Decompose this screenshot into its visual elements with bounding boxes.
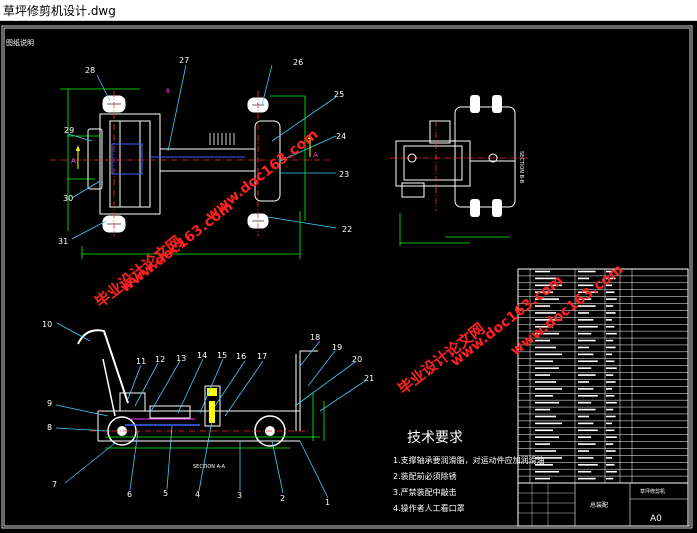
- callout-b-marker: 8: [166, 88, 170, 95]
- tech-heading: 技术要求: [407, 430, 463, 446]
- callout-12: 12: [155, 355, 165, 364]
- callout-22: 22: [342, 225, 352, 234]
- callout-16: 16: [236, 352, 246, 361]
- callout-1: 1: [325, 498, 330, 507]
- tech-item-4: 4.操作者人工看口罩: [393, 503, 465, 513]
- sheet-border: [3, 27, 691, 527]
- callout-21: 21: [364, 374, 374, 383]
- callout-26: 26: [293, 58, 303, 67]
- callout-20: 20: [352, 355, 362, 364]
- cad-drawing-canvas[interactable]: 图纸说明: [0, 21, 697, 533]
- callout-9: 9: [47, 399, 52, 408]
- corner-tag: 图纸说明: [6, 38, 34, 47]
- side-view: SECTION A-A 10 11: [42, 320, 374, 507]
- callout-30: 30: [63, 194, 73, 203]
- callout-13: 13: [176, 354, 186, 363]
- section-label: SECTION A-A: [193, 464, 226, 470]
- title-bar: 草坪修剪机设计.dwg: [0, 0, 697, 21]
- callout-29: 29: [64, 126, 74, 135]
- callout-18: 18: [310, 333, 320, 342]
- callout-23: 23: [339, 170, 349, 179]
- drawing-svg: 图纸说明: [1, 25, 693, 529]
- callout-3: 3: [237, 491, 242, 500]
- callout-11: 11: [136, 357, 146, 366]
- machine-name: 草坪修剪机: [640, 488, 665, 495]
- end-view: SECTION B-B: [390, 95, 530, 246]
- callout-8: 8: [47, 423, 52, 432]
- callout-4: 4: [195, 490, 200, 499]
- window-title: 草坪修剪机设计.dwg: [3, 4, 116, 18]
- title-block: 总装配 草坪修剪机 A0: [517, 482, 689, 527]
- callout-5: 5: [163, 489, 168, 498]
- callout-25: 25: [334, 90, 344, 99]
- tech-item-2: 2.装配前必须除锈: [393, 471, 457, 481]
- callout-15: 15: [217, 351, 227, 360]
- sheet-outer-border: [1, 25, 693, 529]
- callout-7: 7: [52, 480, 57, 489]
- technical-requirements: 技术要求 1.支撑轴承要润滑脂，对运动件应加润滑油 2.装配前必须除锈 3.严禁…: [393, 430, 545, 513]
- callout-6: 6: [127, 490, 132, 499]
- callout-19: 19: [332, 343, 342, 352]
- svg-text:SECTION B-B: SECTION B-B: [518, 151, 524, 184]
- callout-27: 27: [179, 56, 189, 65]
- callout-14: 14: [197, 351, 207, 360]
- callout-17: 17: [257, 352, 267, 361]
- tech-item-1: 1.支撑轴承要润滑脂，对运动件应加润滑油: [393, 455, 545, 465]
- drawing-title: 总装配: [590, 501, 608, 509]
- callout-31: 31: [58, 237, 68, 246]
- tech-item-3: 3.严禁装配中敲击: [393, 487, 457, 497]
- callout-2: 2: [280, 494, 285, 503]
- watermark-site-name-2: 毕业设计论文网: [394, 319, 488, 398]
- svg-text:A: A: [313, 151, 318, 159]
- callout-28: 28: [85, 66, 95, 75]
- svg-text:A: A: [71, 157, 76, 165]
- sheet-size: A0: [650, 514, 662, 524]
- watermark-url-4: www.doc163.com: [203, 126, 322, 224]
- top-view: A A 28 27 26 25 24 23 22 29 30 31 8: [50, 56, 352, 259]
- callout-10: 10: [42, 320, 52, 329]
- callout-24: 24: [336, 132, 346, 141]
- parts-list-table: [517, 268, 689, 527]
